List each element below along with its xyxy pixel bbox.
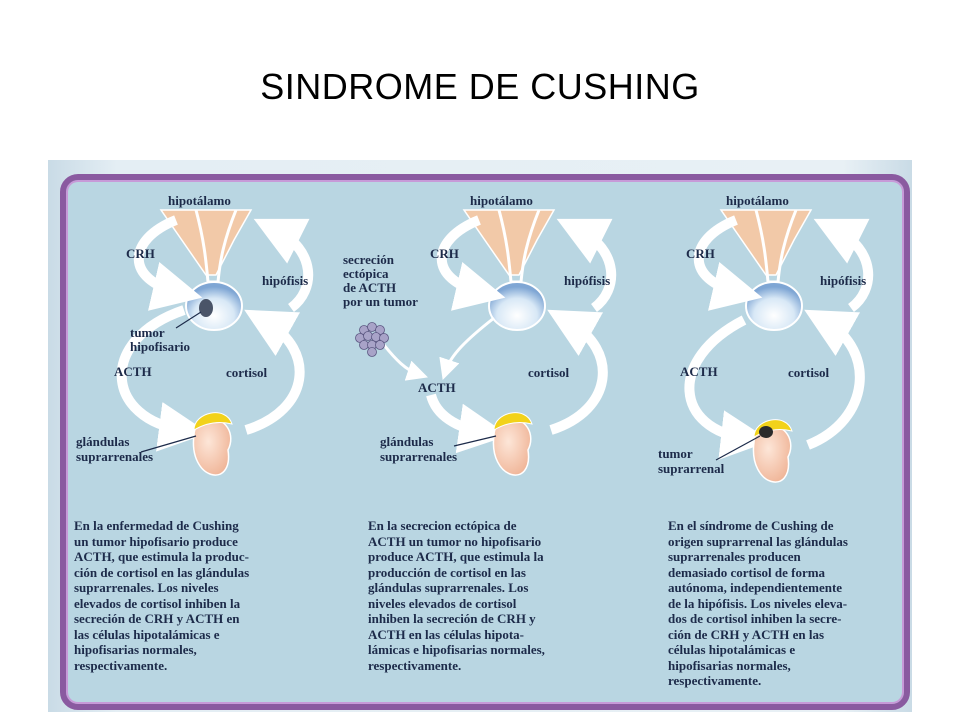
- caption-line: respectivamente.: [668, 673, 762, 688]
- figure: hipotálamo CRH hipófisis tumor hipofisar…: [48, 160, 912, 712]
- caption-line: En la secrecion ectópica de: [368, 518, 517, 533]
- pituitary-label: hipófisis: [564, 273, 610, 288]
- cortisol-label: cortisol: [528, 365, 570, 380]
- caption-line: produce ACTH, que estimula la: [368, 549, 544, 564]
- tumor-pointer: [175, 311, 202, 329]
- acth-label: ACTH: [418, 380, 456, 395]
- tumor-label-line2: suprarrenal: [658, 461, 725, 476]
- crh-arrow: [693, 215, 763, 311]
- cortisol-label: cortisol: [226, 365, 268, 380]
- crh-arrow: [133, 215, 203, 311]
- caption-line: ACTH, que estimula la produc-: [74, 549, 249, 564]
- adrenal-tumor: [759, 426, 773, 438]
- adrenal-gland: [752, 419, 793, 483]
- pituitary-tumor: [199, 299, 213, 317]
- acth-arrow: [684, 315, 771, 460]
- adrenal-label-line1: glándulas: [380, 434, 433, 449]
- adrenal-gland: [492, 412, 533, 476]
- ectopic-label-line3: de ACTH: [343, 280, 396, 295]
- crh-arrow: [436, 215, 506, 311]
- caption-line: secreción de CRH y ACTH en: [74, 611, 240, 626]
- diagram-panel: hipotálamo CRH hipófisis tumor hipofisar…: [60, 174, 910, 710]
- slide-title: SINDROME DE CUSHING: [260, 66, 700, 107]
- acth-to-adrenal-arrow: [426, 393, 509, 454]
- adrenal-label-line1: glándulas: [76, 434, 129, 449]
- panel-1: hipotálamo CRH hipófisis tumor hipofisar…: [76, 193, 314, 476]
- hypothalamus-label: hipotálamo: [726, 193, 789, 208]
- acth-label: ACTH: [114, 364, 152, 379]
- caption-cushing-disease: En la enfermedad de Cushing un tumor hip…: [74, 518, 324, 673]
- caption-line: producción de cortisol en las: [368, 564, 526, 580]
- caption-line: respectivamente.: [368, 657, 462, 673]
- caption-line: glándulas suprarrenales. Los: [368, 580, 529, 595]
- feedback-hypothalamus-arrow: [813, 218, 874, 313]
- caption-adrenal-cushing: En el síndrome de Cushing de origen supr…: [668, 518, 918, 689]
- feedback-pituitary-arrow: [244, 309, 305, 435]
- caption-line: las células hipotalámicas e: [74, 626, 220, 642]
- tumor-pointer: [715, 435, 761, 461]
- hypothalamus-label: hipotálamo: [168, 193, 231, 208]
- ectopic-label-line2: ectópica: [343, 266, 389, 281]
- caption-line: ción de CRH y ACTH en las: [668, 626, 825, 642]
- adrenal-pointer: [140, 435, 197, 453]
- caption-line: inhiben la secreción de CRH y: [368, 611, 536, 626]
- caption-line: elevados de cortisol inhiben la: [74, 595, 241, 611]
- tumor-label-line1: tumor: [658, 446, 693, 461]
- panel-2: hipotálamo CRH hipófisis secreción ectóp…: [343, 193, 617, 476]
- caption-line: ACTH en las células hipota-: [368, 626, 525, 642]
- pituitary-label: hipófisis: [262, 273, 308, 288]
- caption-line: hipofisarias normales,: [668, 657, 791, 673]
- acth-label: ACTH: [680, 364, 718, 379]
- caption-line: hipofisarias normales,: [74, 642, 197, 657]
- crh-label: CRH: [686, 246, 715, 261]
- caption-line: de la hipófisis. Los niveles eleva-: [668, 595, 848, 611]
- adrenal-label-line2: suprarrenales: [76, 449, 153, 464]
- adrenal-pointer: [453, 435, 497, 447]
- adrenal-gland: [192, 412, 233, 476]
- caption-line: respectivamente.: [74, 657, 168, 673]
- caption-line: ACTH un tumor no hipofisario: [368, 533, 542, 549]
- feedback-hypothalamus-arrow: [556, 218, 617, 313]
- cortisol-label: cortisol: [788, 365, 830, 380]
- pituitary-bulb: [488, 281, 546, 331]
- caption-line: suprarrenales. Los niveles: [74, 580, 219, 595]
- ectopic-label-line1: secreción: [343, 252, 395, 267]
- ectopic-acth-arrow: [382, 344, 428, 381]
- diagram-svg: hipotálamo CRH hipófisis tumor hipofisar…: [76, 193, 874, 483]
- crh-label: CRH: [430, 246, 459, 261]
- tumor-label-line2: hipofisario: [130, 339, 190, 354]
- hypothalamus-label: hipotálamo: [470, 193, 533, 208]
- feedback-pituitary-arrow: [804, 309, 865, 450]
- caption-line: lámicas e hipofisarias normales,: [368, 642, 545, 657]
- panel-3: hipotálamo CRH hipófisis ACTH cortisol t…: [658, 193, 874, 483]
- adrenal-label-line2: suprarrenales: [380, 449, 457, 464]
- pituitary-bulb: [185, 281, 243, 331]
- tumor-label-line1: tumor: [130, 325, 165, 340]
- feedback-hypothalamus-arrow: [253, 218, 314, 313]
- caption-line: origen suprarrenal las glándulas: [668, 533, 848, 549]
- crh-label: CRH: [126, 246, 155, 261]
- caption-line: autónoma, independientemente: [668, 580, 843, 595]
- caption-line: niveles elevados de cortisol: [368, 595, 517, 611]
- caption-line: células hipotalámicas e: [668, 642, 796, 657]
- pituitary-acth-arrow: [439, 316, 495, 380]
- caption-line: En la enfermedad de Cushing: [74, 518, 239, 533]
- caption-line: En el síndrome de Cushing de: [668, 518, 834, 533]
- caption-line: un tumor hipofisario produce: [74, 533, 238, 549]
- ectopic-tumor-cells: [355, 322, 389, 357]
- caption-line: dos de cortisol inhiben la secre-: [668, 611, 842, 626]
- pituitary-label: hipófisis: [820, 273, 866, 288]
- acth-arrow: [116, 305, 209, 452]
- caption-line: ción de cortisol en las glándulas: [74, 564, 250, 580]
- pituitary-bulb: [745, 281, 803, 331]
- ectopic-label-line4: por un tumor: [343, 294, 418, 309]
- feedback-pituitary-arrow: [547, 309, 608, 435]
- caption-ectopic-acth: En la secrecion ectópica de ACTH un tumo…: [368, 518, 618, 673]
- caption-line: demasiado cortisol de forma: [668, 564, 826, 580]
- caption-line: suprarrenales producen: [668, 549, 801, 564]
